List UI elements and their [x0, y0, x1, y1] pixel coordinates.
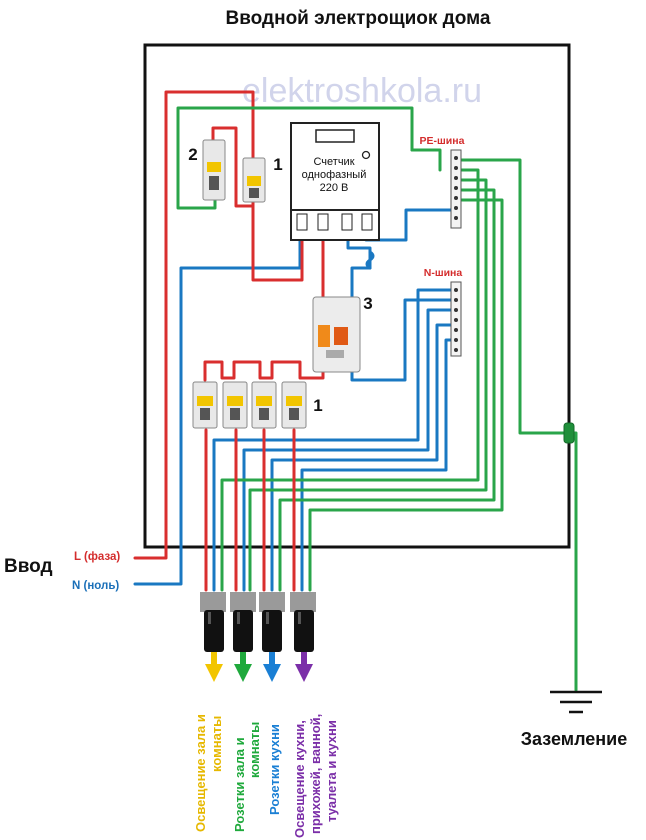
- meter-label-line1: Счетчик: [313, 156, 354, 168]
- label-reserve-breaker-number: 2: [188, 145, 197, 164]
- neutral-input-wire: [133, 226, 302, 586]
- ground-clamp: [563, 422, 575, 444]
- rcd-device: [312, 296, 361, 373]
- output-4-line2: прихожей, ванной,: [308, 714, 323, 834]
- n-wire-1: [212, 288, 457, 592]
- output-4-line3: туалета и кухни: [324, 720, 339, 822]
- phase-bus-wire: [203, 360, 325, 382]
- label-group-breakers-number: 1: [313, 396, 322, 415]
- phase-label: L (фаза): [74, 551, 120, 563]
- pe-wire-3: [278, 188, 496, 592]
- n-wire-2: [242, 308, 457, 592]
- pe-loop-wire: [176, 106, 414, 210]
- output-3-line1: Розетки кухни: [267, 724, 282, 815]
- pe-bus-label: PE-шина: [420, 135, 465, 147]
- output-1-line2: комнаты: [209, 716, 224, 772]
- electric-meter: [290, 122, 380, 241]
- ground-wire: [453, 158, 578, 692]
- output-caption-4: Освещение кухни, прихожей, ванной, туале…: [292, 714, 339, 838]
- group-breakers: [192, 381, 307, 429]
- meter-label-line3: 220 В: [320, 182, 349, 194]
- pe-wire-2: [248, 178, 488, 592]
- ground-symbol: [550, 690, 602, 714]
- phase-input-wire: [133, 90, 255, 560]
- cabinet-box: [143, 43, 571, 549]
- output-cables: [200, 592, 316, 652]
- main-breaker: [242, 157, 266, 203]
- output-arrow-head-1: [205, 664, 223, 682]
- meter-phase-in: [251, 198, 304, 282]
- meter-neutral-coil: [365, 250, 375, 270]
- output-arrow-head-4: [295, 664, 313, 682]
- pe-wire-4: [308, 198, 504, 592]
- pe-bus: [450, 149, 462, 229]
- output-caption-1: Освещение зала и комнаты: [193, 714, 224, 832]
- reserve-breaker: [202, 139, 226, 201]
- n-bus: [450, 281, 462, 357]
- input-label: Ввод: [4, 556, 53, 577]
- diagram-title: Вводной электрощиок дома: [226, 8, 491, 29]
- output-caption-2: Розетки зала и комнаты: [232, 722, 262, 832]
- label-rcd-number: 3: [363, 294, 372, 313]
- pe-wire-1: [220, 168, 480, 592]
- watermark: elektroshkola.ru: [242, 72, 482, 110]
- meter-neutral-out: [346, 226, 372, 302]
- rcd-neutral-wire: [350, 298, 457, 382]
- n-wire-4: [300, 338, 457, 592]
- label-main-breaker-number: 1: [273, 155, 282, 174]
- output-arrow-head-3: [263, 664, 281, 682]
- meter-label-line2: однофазный: [302, 169, 367, 181]
- neutral-label: N (ноль): [72, 580, 119, 592]
- output-2-line1: Розетки зала и: [232, 737, 247, 832]
- output-caption-3: Розетки кухни: [267, 724, 282, 815]
- pe-main-wire: [410, 148, 442, 172]
- output-2-line2: комнаты: [247, 722, 262, 778]
- output-arrow-head-2: [234, 664, 252, 682]
- output-4-line1: Освещение кухни,: [292, 720, 307, 838]
- output-1-line1: Освещение зала и: [193, 714, 208, 832]
- ground-label: Заземление: [521, 729, 627, 749]
- n-bus-label: N-шина: [424, 267, 463, 279]
- n-wire-3: [270, 323, 457, 592]
